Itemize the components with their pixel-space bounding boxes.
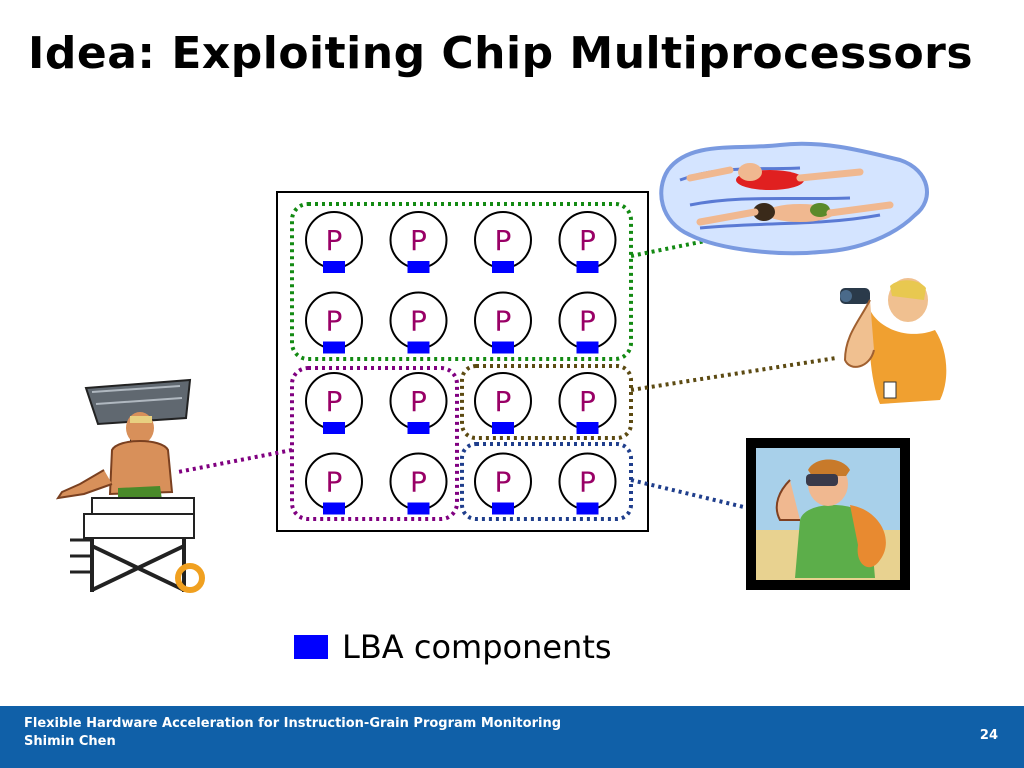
lba-component [323, 422, 345, 434]
processor-label: P [410, 466, 427, 499]
binoculars-man-icon [840, 278, 947, 404]
processor-label: P [495, 466, 512, 499]
binoculars-framed-icon [746, 438, 910, 590]
processor-label: P [579, 224, 596, 257]
processor-core: P [558, 372, 617, 434]
lba-component [323, 502, 345, 515]
processor-core: P [305, 211, 363, 273]
lba-component [407, 341, 430, 354]
group-box-row4-right [460, 442, 633, 521]
processor-core: P [305, 452, 363, 515]
processor-label: P [410, 385, 427, 418]
group-box-row3-right [460, 364, 633, 440]
lba-component [323, 341, 345, 354]
lba-component [407, 261, 430, 273]
page-number: 24 [979, 728, 998, 743]
processor-label: P [326, 385, 343, 418]
processor-label: P [495, 385, 512, 418]
processor-core: P [305, 291, 363, 354]
lba-component [492, 422, 514, 434]
footer-title: Flexible Hardware Acceleration for Instr… [24, 716, 561, 731]
processor-core: P [389, 452, 448, 515]
lba-component [407, 502, 430, 515]
lifeguard-icon [55, 378, 205, 593]
processor-core: P [389, 372, 448, 434]
footer-author: Shimin Chen [24, 734, 116, 749]
processor-core: P [558, 211, 617, 273]
processor-core: P [558, 452, 617, 515]
lba-component [576, 341, 599, 354]
connector-row4-right [630, 478, 749, 510]
processor-label: P [579, 305, 596, 338]
lba-component [323, 261, 345, 273]
connector-bottom-left [177, 448, 293, 474]
lba-component [492, 261, 514, 273]
connector-row3-right [630, 356, 837, 392]
processor-core: P [474, 291, 532, 354]
processor-core: P [305, 372, 363, 434]
group-box-top [290, 202, 633, 361]
processor-core: P [474, 452, 532, 515]
lba-component [576, 261, 599, 273]
processor-label: P [326, 466, 343, 499]
processor-core: P [389, 291, 448, 354]
processor-grid: P P P P P P P P P P P P P P P P [305, 211, 617, 515]
processor-core: P [558, 291, 617, 354]
lba-component [492, 502, 514, 515]
processor-core: P [474, 372, 532, 434]
lba-component [576, 422, 599, 434]
processor-label: P [326, 224, 343, 257]
processor-label: P [579, 466, 596, 499]
processor-label: P [495, 305, 512, 338]
processor-label: P [326, 305, 343, 338]
swimmers-icon [659, 141, 929, 256]
lba-component [407, 422, 430, 434]
lba-component [492, 341, 514, 354]
group-box-bottom-left [290, 366, 459, 521]
legend: LBA components [294, 628, 612, 666]
slide-title: Idea: Exploiting Chip Multiprocessors [28, 28, 974, 79]
lba-legend-label: LBA components [342, 628, 612, 666]
processor-label: P [410, 224, 427, 257]
processor-label: P [495, 224, 512, 257]
cmp-diagram: P P P P P P P P P P P P P P P P [55, 141, 947, 593]
processor-core: P [474, 211, 532, 273]
processor-core: P [389, 211, 448, 273]
lba-component [576, 502, 599, 515]
processor-label: P [579, 385, 596, 418]
processor-label: P [410, 305, 427, 338]
lba-legend-swatch [294, 635, 328, 659]
footer-bar: Flexible Hardware Acceleration for Instr… [0, 706, 1024, 768]
